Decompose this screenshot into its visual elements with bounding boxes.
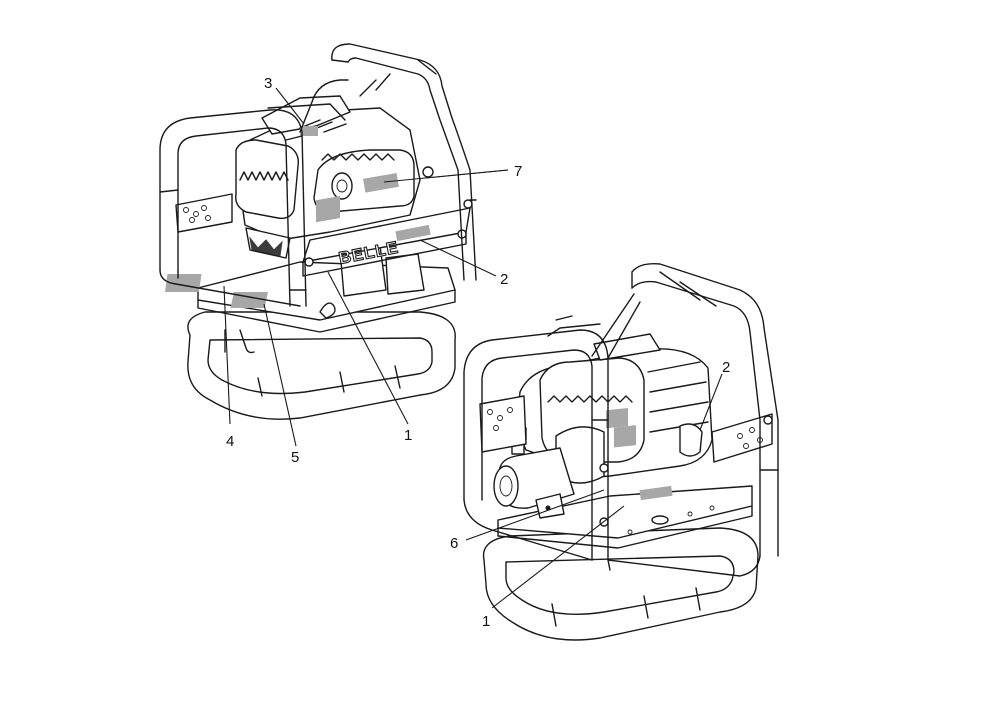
callout-1-left: 1 <box>404 427 412 444</box>
right-base-skid <box>482 527 759 641</box>
left-roll-cage <box>159 43 477 307</box>
right-drive-outlet <box>493 425 575 519</box>
right-side-panels <box>479 395 773 527</box>
left-decal-2 <box>395 224 431 242</box>
callout-2-left: 2 <box>500 271 508 288</box>
left-decal-3 <box>300 126 318 136</box>
left-decal-1 <box>316 196 340 223</box>
left-callouts: 3 7 2 1 4 5 <box>223 75 522 466</box>
left-decal-7 <box>363 172 399 193</box>
right-callouts: 2 6 1 <box>450 359 730 630</box>
callout-4: 4 <box>226 433 234 450</box>
callout-7: 7 <box>514 163 522 180</box>
callout-3: 3 <box>264 75 272 92</box>
right-unit: 2 6 1 <box>450 262 779 641</box>
callout-5: 5 <box>291 449 299 466</box>
callout-1-right: 1 <box>482 613 490 630</box>
left-engine <box>235 95 434 297</box>
right-roll-cage <box>463 262 779 577</box>
left-base-skid <box>187 311 456 420</box>
callout-2-right: 2 <box>722 359 730 376</box>
right-decal-2 <box>639 485 673 501</box>
callout-6: 6 <box>450 535 458 552</box>
left-unit: BELLE 3 7 <box>159 43 522 466</box>
right-decal-1 <box>614 425 636 448</box>
right-decal-6 <box>606 407 628 429</box>
